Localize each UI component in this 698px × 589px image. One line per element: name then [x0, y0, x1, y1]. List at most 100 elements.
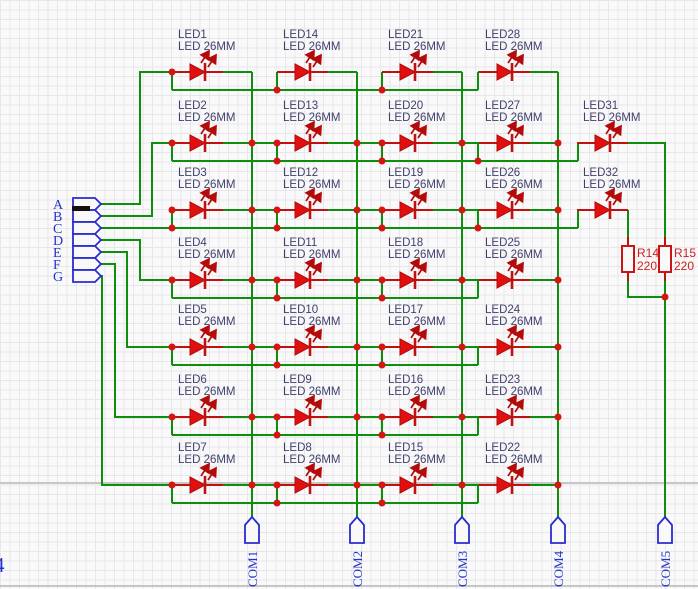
led-LED23[interactable]: [479, 394, 530, 426]
wire-segment[interactable]: [101, 251, 172, 348]
led-designator[interactable]: LED2: [178, 100, 207, 112]
port-label[interactable]: D: [53, 234, 63, 249]
led-LED19[interactable]: [382, 187, 433, 219]
port-B[interactable]: [72, 209, 103, 223]
led-LED32[interactable]: [577, 187, 628, 219]
port-G[interactable]: [72, 269, 103, 283]
led-comment[interactable]: LED 26MM: [388, 41, 446, 53]
led-designator[interactable]: LED13: [283, 100, 318, 112]
led-designator[interactable]: LED8: [283, 442, 312, 454]
led-LED13[interactable]: [277, 120, 328, 152]
led-designator[interactable]: LED23: [485, 374, 520, 386]
com-port-COM5[interactable]: [657, 515, 673, 544]
led-comment[interactable]: LED 26MM: [485, 249, 543, 261]
led-comment[interactable]: LED 26MM: [178, 249, 236, 261]
led-designator[interactable]: LED12: [283, 167, 318, 179]
led-comment[interactable]: LED 26MM: [178, 41, 236, 53]
wire-segment[interactable]: [101, 263, 172, 418]
led-LED9[interactable]: [277, 394, 328, 426]
led-designator[interactable]: LED5: [178, 304, 207, 316]
led-designator[interactable]: LED19: [388, 167, 423, 179]
com-port-COM3[interactable]: [454, 515, 470, 544]
led-LED22[interactable]: [479, 462, 530, 494]
wire-segment[interactable]: [101, 71, 172, 205]
led-designator[interactable]: LED21: [388, 29, 423, 41]
led-comment[interactable]: LED 26MM: [283, 454, 341, 466]
led-LED12[interactable]: [277, 187, 328, 219]
com-port-COM4[interactable]: [550, 515, 566, 544]
led-LED4[interactable]: [172, 257, 223, 289]
led-LED18[interactable]: [382, 257, 433, 289]
led-designator[interactable]: LED18: [388, 237, 423, 249]
led-designator[interactable]: LED3: [178, 167, 207, 179]
port-label[interactable]: A: [53, 198, 64, 213]
led-LED16[interactable]: [382, 394, 433, 426]
port-E[interactable]: [72, 245, 103, 259]
led-LED20[interactable]: [382, 120, 433, 152]
led-comment[interactable]: LED 26MM: [283, 41, 341, 53]
led-designator[interactable]: LED7: [178, 442, 207, 454]
led-LED21[interactable]: [382, 49, 433, 81]
port-D[interactable]: [72, 233, 103, 247]
led-designator[interactable]: LED28: [485, 29, 520, 41]
led-comment[interactable]: LED 26MM: [178, 316, 236, 328]
port-label[interactable]: F: [53, 258, 61, 273]
led-comment[interactable]: LED 26MM: [283, 316, 341, 328]
led-LED8[interactable]: [277, 462, 328, 494]
led-LED27[interactable]: [479, 120, 530, 152]
led-comment[interactable]: LED 26MM: [178, 454, 236, 466]
com-port-label[interactable]: COM1: [245, 551, 260, 587]
led-LED6[interactable]: [172, 394, 223, 426]
led-LED11[interactable]: [277, 257, 328, 289]
led-comment[interactable]: LED 26MM: [485, 316, 543, 328]
led-designator[interactable]: LED20: [388, 100, 423, 112]
resistor-value[interactable]: 220: [674, 259, 694, 273]
led-comment[interactable]: LED 26MM: [388, 386, 446, 398]
led-LED24[interactable]: [479, 324, 530, 356]
led-comment[interactable]: LED 26MM: [388, 249, 446, 261]
led-comment[interactable]: LED 26MM: [178, 112, 236, 124]
resistor-designator[interactable]: R14: [637, 246, 659, 260]
led-LED26[interactable]: [479, 187, 530, 219]
led-designator[interactable]: LED4: [178, 237, 207, 249]
com-port-label[interactable]: COM4: [551, 550, 566, 587]
wire-segment[interactable]: [101, 275, 172, 486]
led-designator[interactable]: LED16: [388, 374, 423, 386]
led-designator[interactable]: LED27: [485, 100, 520, 112]
led-comment[interactable]: LED 26MM: [485, 41, 543, 53]
com-port-COM1[interactable]: [244, 515, 260, 544]
led-LED17[interactable]: [382, 324, 433, 356]
led-LED10[interactable]: [277, 324, 328, 356]
led-comment[interactable]: LED 26MM: [388, 112, 446, 124]
led-LED25[interactable]: [479, 257, 530, 289]
wire-segment[interactable]: [577, 142, 583, 161]
led-comment[interactable]: LED 26MM: [283, 249, 341, 261]
led-comment[interactable]: LED 26MM: [485, 454, 543, 466]
led-designator[interactable]: LED31: [583, 100, 618, 112]
led-comment[interactable]: LED 26MM: [178, 386, 236, 398]
led-LED1[interactable]: [172, 49, 223, 81]
led-LED5[interactable]: [172, 324, 223, 356]
led-comment[interactable]: LED 26MM: [388, 454, 446, 466]
resistor-R14[interactable]: [621, 237, 635, 281]
led-LED3[interactable]: [172, 187, 223, 219]
com-port-label[interactable]: COM5: [658, 551, 673, 587]
led-designator[interactable]: LED14: [283, 29, 319, 41]
led-LED15[interactable]: [382, 462, 433, 494]
led-designator[interactable]: LED15: [388, 442, 423, 454]
led-comment[interactable]: LED 26MM: [283, 386, 341, 398]
resistor-R15[interactable]: [658, 237, 672, 281]
led-comment[interactable]: LED 26MM: [283, 179, 341, 191]
port-label[interactable]: C: [53, 222, 62, 237]
port-F[interactable]: [72, 257, 103, 271]
wire-segment[interactable]: [628, 142, 666, 237]
led-comment[interactable]: LED 26MM: [485, 112, 543, 124]
led-LED14[interactable]: [277, 49, 328, 81]
led-designator[interactable]: LED32: [583, 167, 618, 179]
led-designator[interactable]: LED17: [388, 304, 423, 316]
led-designator[interactable]: LED26: [485, 167, 520, 179]
wire-segment[interactable]: [627, 281, 665, 298]
led-comment[interactable]: LED 26MM: [388, 179, 446, 191]
port-label[interactable]: G: [53, 270, 63, 285]
led-LED31[interactable]: [577, 120, 628, 152]
